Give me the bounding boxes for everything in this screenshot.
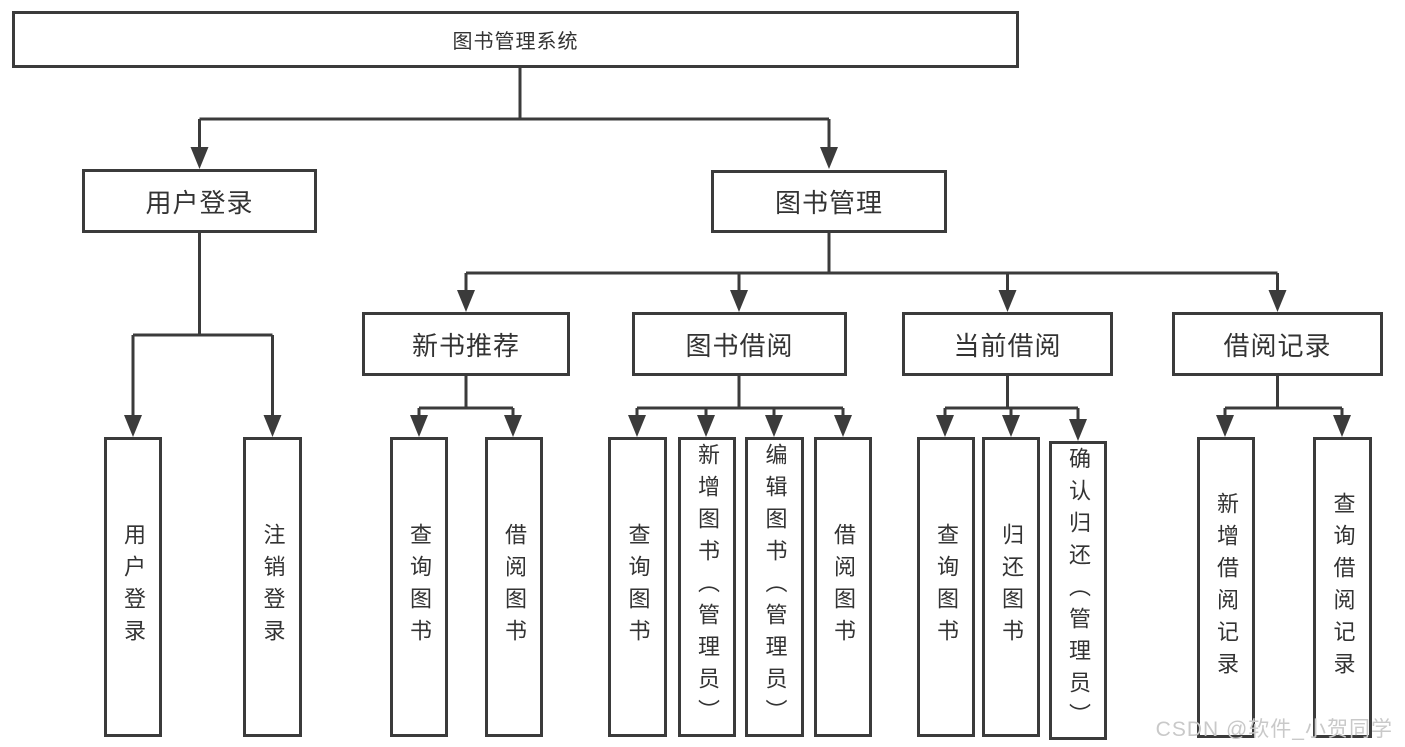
leaf-query-books-3-label: 查询图书 [934,523,959,651]
node-current-borrowing-label: 当前借阅 [953,330,1062,361]
node-user-login: 用户登录 [82,169,317,233]
node-new-book-recommend: 新书推荐 [362,312,570,376]
leaf-add-book-admin: 新增图书（管理员） [678,437,736,737]
connector-new-book-recommend [417,376,515,420]
leaf-add-borrow-record-label: 新增借阅记录 [1214,491,1239,684]
leaf-logout: 注销登录 [243,437,302,737]
leaf-query-books-2-label: 查询图书 [625,523,651,651]
leaf-borrow-books-2: 借阅图书 [814,437,872,737]
leaf-borrow-books-1: 借阅图书 [485,437,543,737]
leaf-edit-book-admin-label: 编辑图书（管理员） [762,443,788,731]
node-book-management-label: 图书管理 [774,188,883,218]
node-library-system: 图书管理系统 [12,11,1019,68]
node-user-login-label: 用户登录 [145,187,254,218]
node-book-borrowing: 图书借阅 [632,312,847,376]
leaf-add-book-admin-label: 新增图书（管理员） [695,443,720,731]
leaf-confirm-return-admin: 确认归还（管理员） [1049,441,1107,740]
connector-root [198,68,831,150]
leaf-query-books-1: 查询图书 [390,437,448,737]
connector-book-borrowing [635,376,845,420]
leaf-add-borrow-record: 新增借阅记录 [1197,437,1255,738]
node-book-management: 图书管理 [711,170,947,233]
node-borrowing-records: 借阅记录 [1172,312,1383,376]
leaf-query-books-1-label: 查询图书 [407,523,432,651]
node-library-system-label: 图书管理系统 [452,31,579,53]
csdn-watermark: CSDN @软件_小贺同学 [1155,718,1393,741]
connector-user-login [131,233,274,418]
leaf-query-books-3: 查询图书 [917,437,975,737]
leaf-query-books-2: 查询图书 [608,437,667,737]
connector-book-management [464,233,1279,295]
connector-current-borrowing [943,376,1080,424]
node-book-borrowing-label: 图书借阅 [685,330,794,361]
node-current-borrowing: 当前借阅 [902,312,1113,376]
leaf-logout-label: 注销登录 [260,523,286,651]
leaf-query-borrow-record-label: 查询借阅记录 [1330,491,1356,684]
leaf-edit-book-admin: 编辑图书（管理员） [745,437,804,737]
leaf-query-borrow-record: 查询借阅记录 [1313,437,1372,738]
leaf-user-login-label: 用户登录 [121,523,146,651]
connector-borrowing-records [1223,376,1344,420]
node-new-book-recommend-label: 新书推荐 [411,330,520,361]
leaf-return-book: 归还图书 [982,437,1040,737]
leaf-borrow-books-2-label: 借阅图书 [831,523,856,651]
leaf-user-login: 用户登录 [104,437,162,737]
leaf-return-book-label: 归还图书 [999,523,1024,651]
leaf-confirm-return-admin-label: 确认归还（管理员） [1066,446,1091,735]
node-borrowing-records-label: 借阅记录 [1223,330,1332,361]
leaf-borrow-books-1-label: 借阅图书 [502,523,527,651]
